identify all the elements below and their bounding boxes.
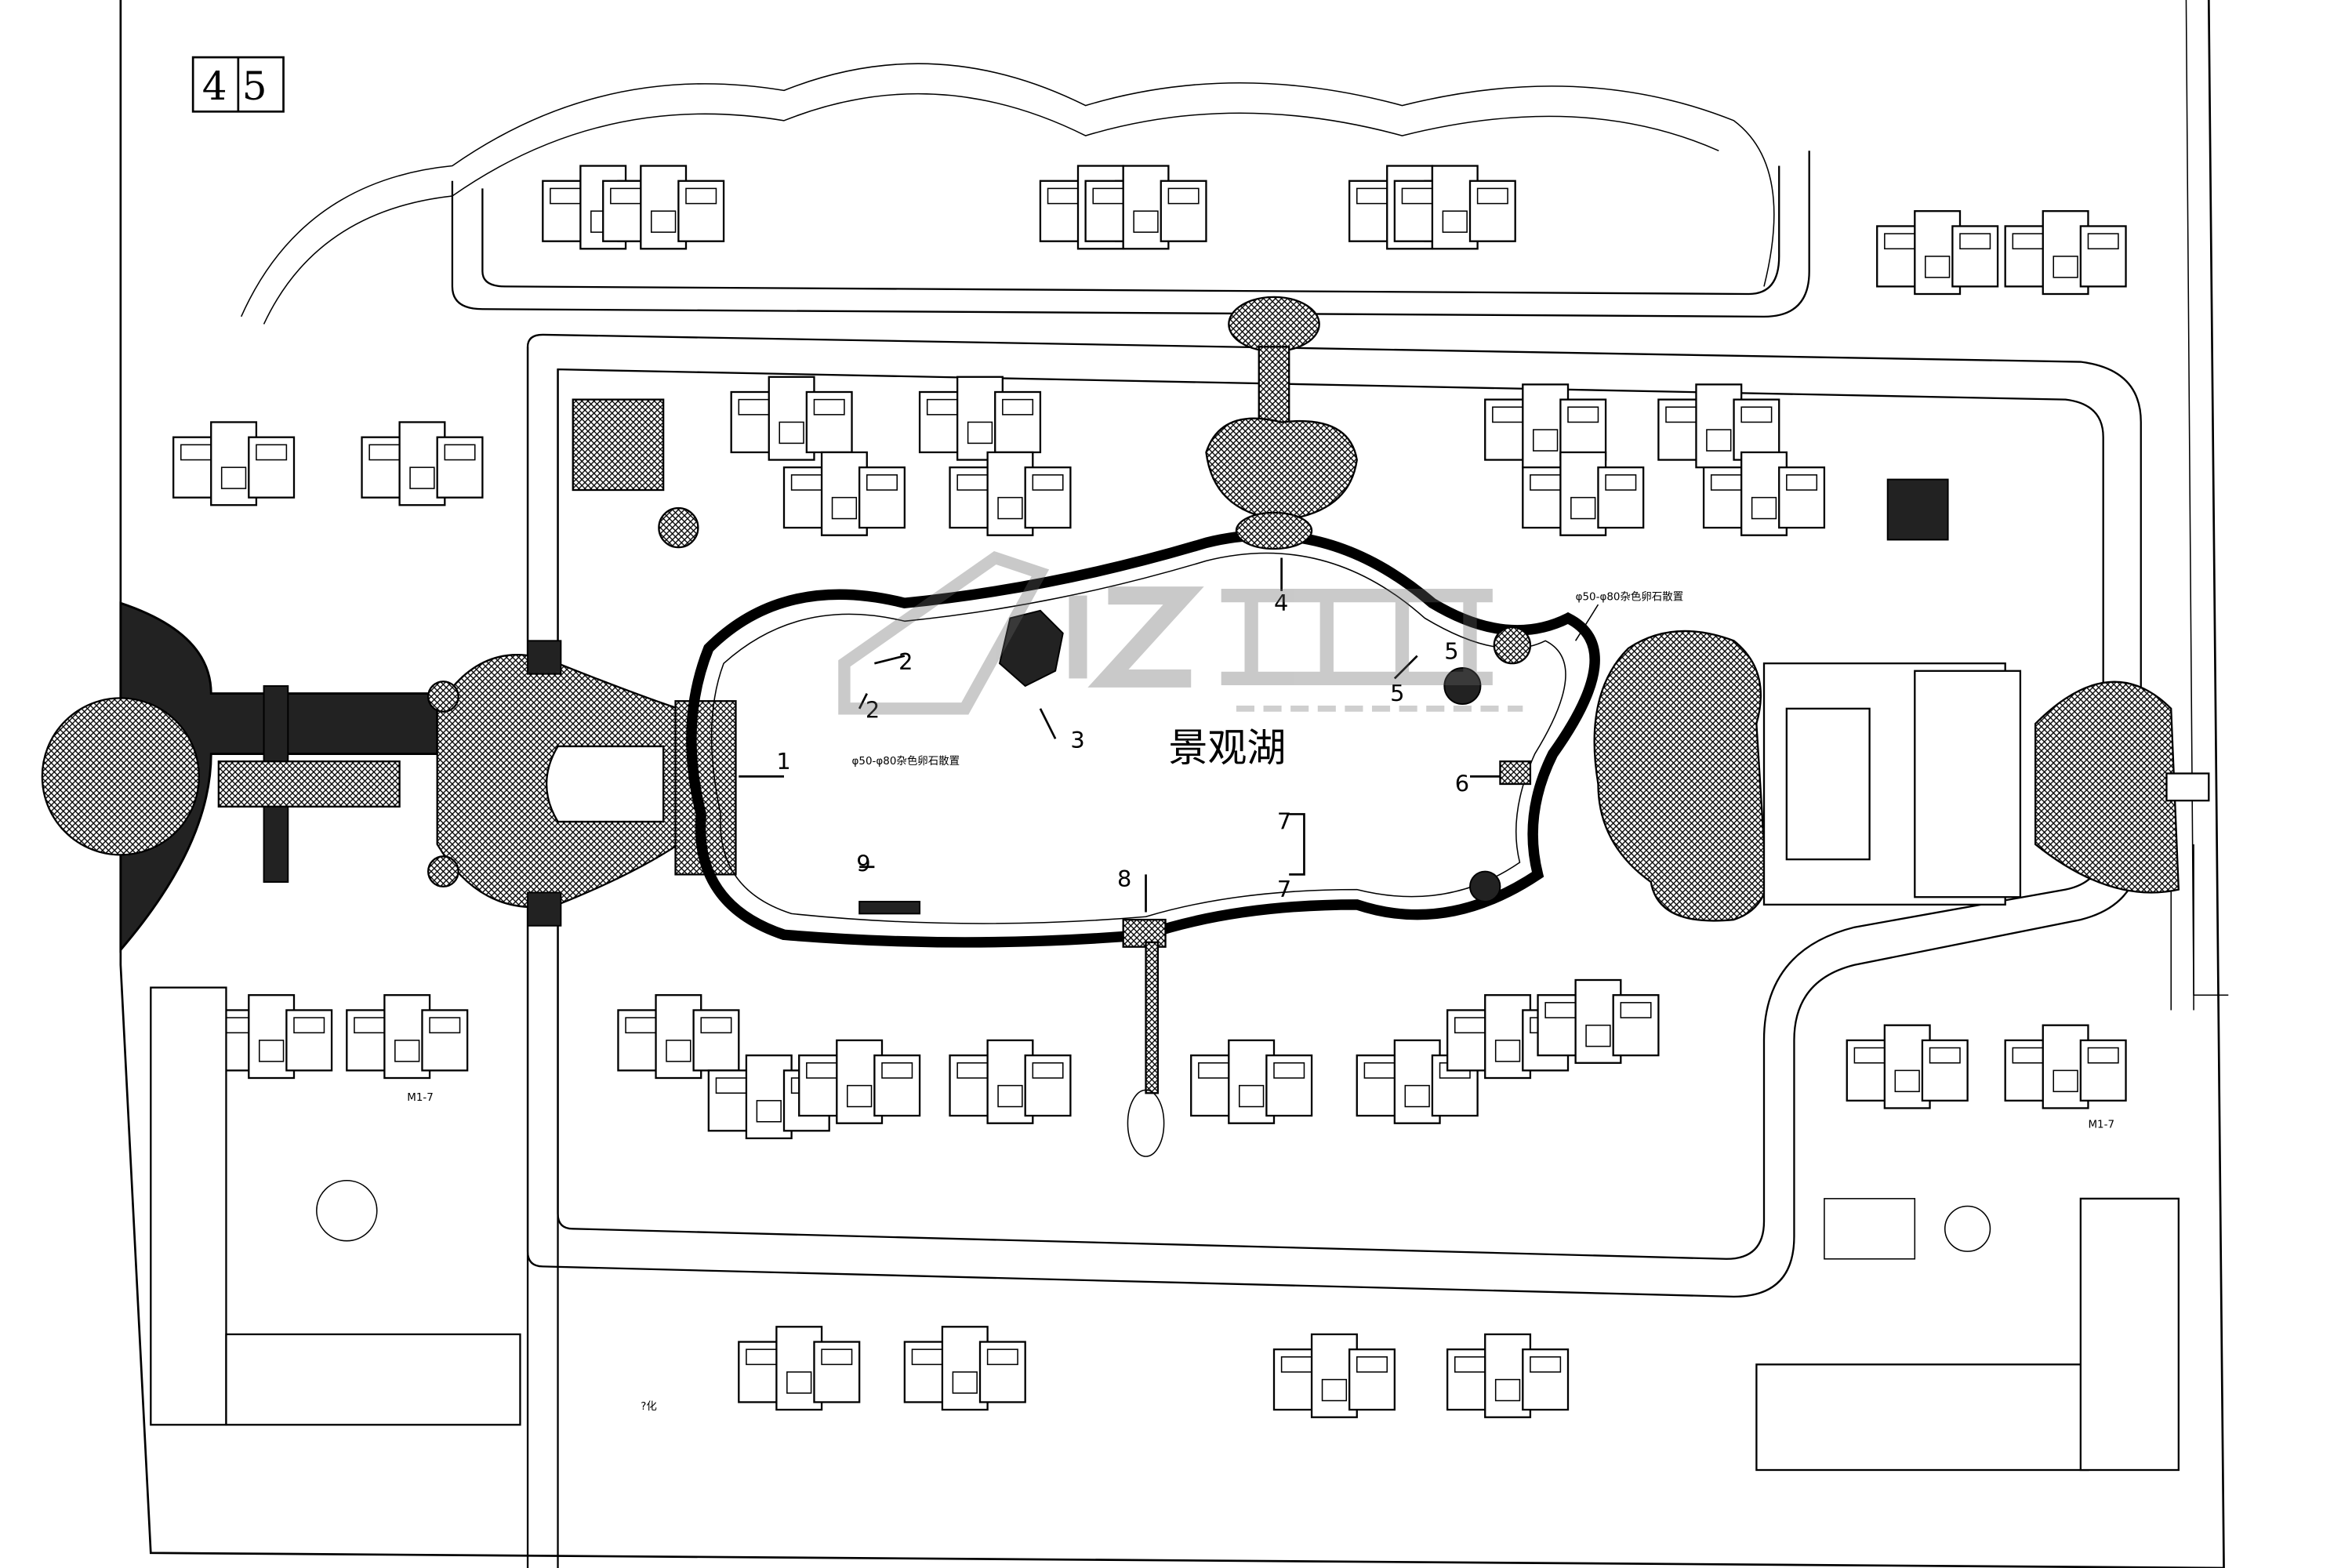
callout-4: 4 bbox=[1274, 590, 1288, 616]
callout-6: 6 bbox=[1455, 771, 1469, 797]
pebble-note-left: φ50-φ80杂色卵石散置 bbox=[852, 754, 960, 768]
callout-2a: 2 bbox=[898, 648, 913, 675]
watermark-logo bbox=[838, 551, 1523, 715]
pebble-note-right: φ50-φ80杂色卵石散置 bbox=[1576, 590, 1684, 603]
unit-mark-left: M1-7 bbox=[407, 1092, 434, 1104]
clubhouse bbox=[1593, 630, 2210, 922]
callout-8: 8 bbox=[1117, 866, 1131, 892]
residential-buildings: M1-7 M1-7 ?化 bbox=[150, 165, 2180, 1472]
annotation-overlay: φ50-φ80杂色卵石散置 bbox=[1574, 590, 1684, 641]
greenery-mark: ?化 bbox=[641, 1400, 657, 1413]
unit-mark-right: M1-7 bbox=[2088, 1119, 2114, 1131]
callout-7a: 7 bbox=[1277, 808, 1291, 835]
entrance-plaza bbox=[41, 601, 737, 953]
callout-2b: 2 bbox=[866, 696, 880, 723]
callout-labels: 1 2 2 3 4 5 5 6 7 7 8 9 bbox=[739, 557, 1501, 913]
callout-7b: 7 bbox=[1277, 876, 1291, 902]
callout-1: 1 bbox=[776, 748, 790, 775]
callout-3: 3 bbox=[1070, 727, 1084, 753]
sheet-number-box: 45 bbox=[191, 56, 285, 113]
sheet-number: 45 bbox=[202, 64, 282, 109]
lake: 景观湖 φ50-φ80杂色卵石散置 bbox=[572, 296, 1949, 1157]
lake-label: 景观湖 bbox=[1168, 725, 1286, 771]
callout-9: 9 bbox=[856, 851, 870, 877]
callout-5b: 5 bbox=[1390, 680, 1404, 706]
callout-5a: 5 bbox=[1444, 637, 1458, 664]
